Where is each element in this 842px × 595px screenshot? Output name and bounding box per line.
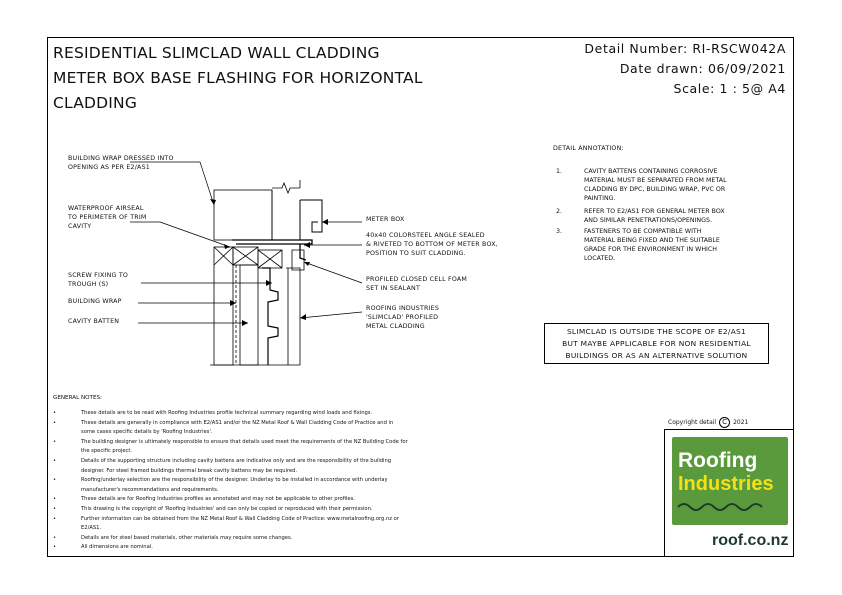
general-note-text: manufacturer's recommendations and requi… — [81, 486, 219, 493]
annotation-number: 2. — [556, 208, 563, 215]
copyright-icon: C — [719, 417, 731, 428]
bullet-icon: • — [53, 419, 57, 426]
annotation-line: PAINTING. — [584, 195, 616, 202]
general-note-line: manufacturer's recommendations and requi… — [53, 487, 218, 495]
label-airseal-1: WATERPROOF AIRSEAL — [68, 205, 144, 212]
scope-line: BUT MAYBE APPLICABLE FOR NON RESIDENTIAL — [562, 339, 751, 348]
scope-line: SLIMCLAD IS OUTSIDE THE SCOPE OF E2/AS1 — [566, 327, 747, 336]
logo-panel — [664, 429, 794, 557]
general-note-text: designer. For steel framed buildings the… — [81, 467, 298, 474]
bullet-icon: • — [53, 534, 57, 541]
general-note-text: some cases specific details by 'Roofing … — [81, 429, 213, 436]
label-building-wrap-dressed-2: OPENING AS PER E2/AS1 — [68, 164, 150, 171]
scope-notice-box: SLIMCLAD IS OUTSIDE THE SCOPE OF E2/AS1 … — [544, 323, 769, 364]
logo-word-industries: Industries — [678, 473, 774, 495]
general-note-line: • Details of the supporting structure inc… — [53, 458, 391, 466]
annotation-number: 3. — [556, 228, 563, 235]
detail-number: Detail Number: RI-RSCW042A — [584, 41, 786, 56]
annotation-line: FASTENERS TO BE COMPATIBLE WITH — [584, 228, 702, 235]
logo-url: roof.co.nz — [712, 532, 788, 549]
label-cavity-batten: CAVITY BATTEN — [68, 318, 120, 325]
label-meter-box: METER BOX — [366, 216, 405, 223]
general-note-line: • The building designer is ultimately res… — [53, 439, 408, 447]
roofing-industries-logo: Roofing Industries roof.co.nz — [672, 437, 788, 549]
date-drawn: Date drawn: 06/09/2021 — [619, 61, 786, 76]
annotation-number: 1. — [556, 168, 563, 175]
general-note-text: These details are generally in complianc… — [81, 419, 394, 426]
general-note-text: the specific project. — [81, 448, 133, 455]
general-note-line: • Roofing/underlay selection are the resp… — [53, 477, 388, 485]
general-note-text: Details of the supporting structure incl… — [81, 458, 392, 464]
drawing-title-line-1: RESIDENTIAL SLIMCLAD WALL CLADDING — [53, 44, 380, 62]
general-note-line: • Further information can be obtained fro… — [53, 516, 399, 524]
annotation-line: LOCATED. — [584, 255, 616, 262]
drawing-frame — [47, 37, 794, 557]
general-note-line: • This drawing is the copyright of 'Roofi… — [53, 506, 373, 514]
label-angle-1: 40x40 COLORSTEEL ANGLE SEALED — [366, 232, 485, 239]
label-angle-3: POSITION TO SUIT CLADDING. — [366, 250, 466, 257]
scale: Scale: 1 : 5@ A4 — [673, 81, 786, 96]
general-notes-heading: GENERAL NOTES: — [53, 395, 102, 401]
label-airseal-2: TO PERIMETER OF TRIM — [68, 214, 147, 221]
label-ri-cladding-3: METAL CLADDING — [366, 323, 425, 330]
general-note-text: Further information can be obtained from… — [81, 515, 399, 522]
general-note-text: This drawing is the copyright of 'Roofin… — [81, 506, 373, 512]
annotation-line: MATERIAL BEING FIXED AND THE SUITABLE — [584, 237, 720, 244]
general-note-text: Details are for steel based materials, o… — [81, 534, 293, 541]
logo-word-roofing: Roofing — [678, 449, 757, 472]
label-screw-fixing-1: SCREW FIXING TO — [68, 272, 129, 279]
bullet-icon: • — [53, 410, 57, 416]
general-note-text: The building designer is ultimately resp… — [81, 438, 408, 445]
general-note-line: • These details are generally in complian… — [53, 420, 393, 428]
logo-wave-icon — [677, 503, 763, 511]
annotation-line: CAVITY BATTENS CONTAINING CORROSIVE — [584, 168, 718, 175]
bullet-icon: • — [53, 515, 57, 522]
general-note-text: All dimensions are nominal. — [81, 544, 153, 551]
scope-line: BUILDINGS OR AS AN ALTERNATIVE SOLUTION — [565, 351, 748, 360]
general-note-text: Roofing/underlay selection are the respo… — [81, 477, 388, 484]
annotation-line: MATERIAL MUST BE SEPARATED FROM METAL — [584, 177, 727, 184]
copyright-year: 2021 — [733, 419, 749, 426]
general-note-line: the specific project. — [53, 448, 132, 456]
label-foam-2: SET IN SEALANT — [366, 285, 420, 292]
general-note-text: E2/AS1. — [81, 525, 102, 532]
label-foam-1: PROFILED CLOSED CELL FOAM — [366, 276, 468, 283]
label-ri-cladding-2: 'SLIMCLAD' PROFILED — [366, 314, 439, 321]
general-note-text: These details are to be read with Roofin… — [81, 410, 373, 416]
label-building-wrap: BUILDING WRAP — [68, 298, 122, 305]
label-angle-2: & RIVETED TO BOTTOM OF METER BOX, — [366, 241, 498, 248]
bullet-icon: • — [53, 458, 57, 464]
framing-stud — [213, 246, 234, 366]
bullet-icon: • — [53, 506, 57, 512]
annotation-line: AND SIMILAR PENETRATIONS/OPENINGS. — [584, 217, 712, 224]
bullet-icon: • — [53, 438, 57, 445]
general-note-line: • These details are to be read with Roofi… — [53, 410, 372, 418]
annotation-line: REFER TO E2/AS1 FOR GENERAL METER BOX — [584, 208, 725, 215]
bullet-icon: • — [53, 477, 57, 484]
drawing-title-line-2: METER BOX BASE FLASHING FOR HORIZONTAL — [53, 69, 423, 87]
general-note-line: • All dimensions are nominal. — [53, 544, 153, 552]
annotation-line: CLADDING BY DPC, BUILDING WRAP, PVC OR — [584, 186, 726, 193]
logo-background — [672, 437, 788, 525]
general-note-text: These details are for Roofing Industries… — [81, 496, 355, 503]
label-screw-fixing-2: TROUGH (S) — [68, 281, 109, 288]
label-airseal-3: CAVITY — [68, 223, 92, 230]
annotation-line: GRADE FOR THE ENVIRONMENT IN WHICH — [584, 246, 718, 253]
detail-annotation-heading: DETAIL ANNOTATION: — [553, 145, 624, 152]
copyright-prefix: Copyright detail — [668, 419, 717, 426]
general-note-line: • These details are for Roofing Industrie… — [53, 496, 355, 504]
label-ri-cladding-1: ROOFING INDUSTRIES — [366, 305, 440, 312]
drawing-title-line-3: CLADDING — [53, 94, 138, 112]
general-note-line: some cases specific details by 'Roofing … — [53, 429, 213, 437]
bullet-icon: • — [53, 544, 57, 551]
general-note-line: • Details are for steel based materials, … — [53, 535, 292, 543]
label-building-wrap-dressed-1: BUILDING WRAP DRESSED INTO — [68, 155, 174, 162]
general-note-line: designer. For steel framed buildings the… — [53, 468, 297, 476]
bullet-icon: • — [53, 496, 57, 503]
general-note-line: E2/AS1. — [53, 525, 101, 533]
